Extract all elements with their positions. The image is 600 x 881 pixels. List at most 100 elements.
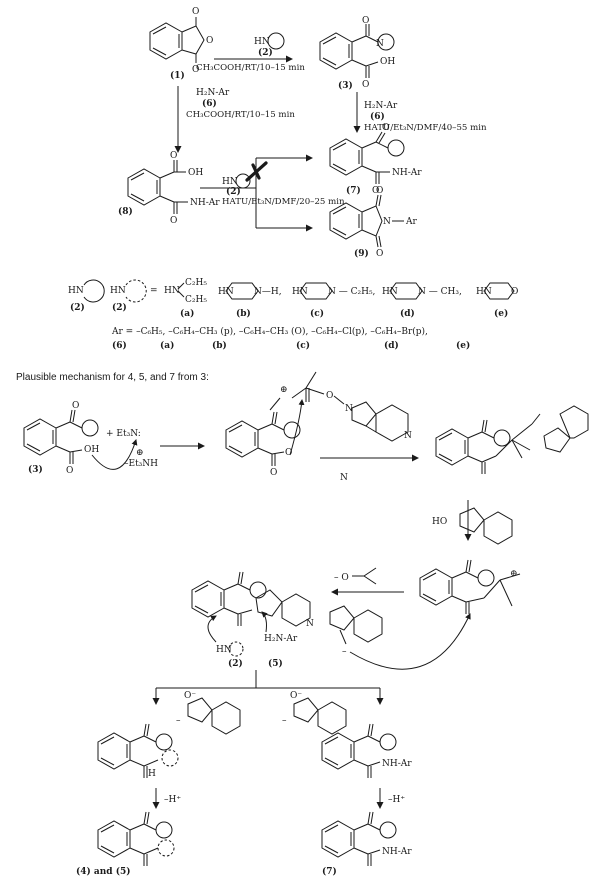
nh-ar-label: NH-Ar (190, 198, 220, 208)
svg-text:O⁻: O⁻ (184, 691, 196, 701)
deprotonation-curved-arrow (91, 439, 138, 470)
legend-key-b: (b) (236, 308, 251, 319)
ring-o-label: O (206, 36, 213, 46)
triethylamine-reagent: + Et₃N: (106, 429, 141, 439)
oat-anion: – (329, 605, 383, 657)
products-4-5-structure (97, 811, 175, 866)
right-tetrahedral-intermediate: NH-Ar (321, 723, 412, 778)
aryl-key-a: (a) (160, 340, 174, 351)
carbonyl-o-label: O (362, 80, 369, 90)
aryl-number: (6) (112, 340, 127, 351)
aryl-key-b: (b) (212, 340, 227, 351)
nh-ar-label: NH-Ar (392, 168, 422, 178)
amine-2-reagent: HN (254, 37, 270, 47)
svg-text:N — CH₃,: N — CH₃, (418, 287, 462, 297)
aryl-key-c: (c) (296, 340, 310, 351)
oh-label: OH (380, 57, 395, 67)
mech-compound-3: OH O O (23, 401, 99, 476)
attack-curved-arrow (289, 399, 305, 456)
nh-ar-plus-label: NH-Ar (382, 759, 412, 769)
legend-amine-label: HN (68, 286, 84, 296)
plus-charge: ⊕ (136, 448, 144, 458)
oat-o-label: – (342, 647, 347, 657)
legend-key-c: (c) (310, 308, 324, 319)
condition-right: HATU/Et₃N/DMF/40–55 min (364, 123, 487, 133)
compound-1-structure: O O O (149, 7, 213, 75)
hatu-reagent: ⊕ O N N (269, 371, 412, 442)
legend-key-a: (a) (180, 308, 194, 319)
oh-label: OH (188, 168, 203, 178)
carbonyl-o-label: O (170, 216, 177, 226)
svg-text:HN: HN (218, 287, 234, 297)
arylamine-mech-label: H₂N-Ar (264, 634, 298, 644)
nh-ar-label: NH-Ar (382, 847, 412, 857)
oat-leaving-left: O⁻ – (176, 691, 241, 735)
amine-attack-curved-arrow (207, 615, 217, 643)
plus-label: ⊕ (510, 569, 518, 579)
legend-equals: = (150, 286, 158, 296)
svg-text:N—H,: N—H, (254, 287, 282, 297)
svg-text:C₂H₅: C₂H₅ (185, 295, 207, 305)
svg-text:HN: HN (382, 287, 398, 297)
n-label: N (376, 39, 384, 49)
product-7-structure: NH-Ar (321, 811, 412, 866)
h-label: H (148, 769, 156, 779)
svg-text:C₂H₅: C₂H₅ (185, 278, 207, 288)
compound-8-structure: OH NH-Ar O O (127, 151, 220, 226)
products-4-5-label: (4) and (5) (76, 866, 131, 877)
svg-text:N: N (404, 431, 412, 441)
product-7-label: (7) (322, 866, 337, 877)
compound-7-label: (7) (346, 185, 361, 196)
svg-text:HN: HN (164, 286, 180, 296)
arylamine-reagent-left: H₂N-Ar (196, 88, 230, 98)
amine-2-reagent-mid: HN (222, 177, 238, 187)
amine-2-number: (2) (258, 47, 273, 58)
tetramethylurea-minus: – O (334, 573, 349, 583)
carboxylate-intermediate: O O (225, 411, 301, 478)
active-ester-complex: ⊕ (419, 559, 521, 614)
amine-2-number-mid: (2) (226, 186, 241, 197)
condition-top: CH₃COOH/RT/10–15 min (196, 63, 305, 73)
svg-text:O⁻: O⁻ (290, 691, 302, 701)
compound-9-label: (9) (354, 248, 369, 259)
legend-key-e: (e) (494, 308, 508, 319)
condition-mid: HATU/Et₃N/DMF/20–25 min (222, 197, 345, 207)
condition-left: CH₃COOH/RT/10–15 min (186, 110, 295, 120)
legend-amine-dash-number: (2) (112, 302, 127, 313)
carboxylate-o-label: O (285, 448, 292, 458)
svg-text:N: N (345, 404, 353, 414)
carbonyl-o-label: O (376, 186, 383, 196)
compound-7-structure: NH-Ar O O (329, 123, 422, 196)
arylamine-number-left: (6) (202, 98, 217, 109)
svg-text:N — C₂H₅,: N — C₂H₅, (328, 287, 375, 297)
n-label-below: N (340, 473, 348, 483)
compound-3-label: (3) (338, 80, 353, 91)
arylamine-mech-number: (5) (268, 658, 283, 669)
carbonyl-o-label: O (362, 16, 369, 26)
amine-attack-label: HN (216, 645, 232, 655)
minus-h-left: –H⁺ (164, 795, 181, 805)
arylamine-attack-curved-arrow (261, 611, 268, 633)
left-tetrahedral-intermediate: H (97, 723, 179, 779)
arylamine-number-right: (6) (370, 111, 385, 122)
arylamine-reagent-right: H₂N-Ar (364, 101, 398, 111)
carbonyl-o-label: O (376, 249, 383, 259)
hatu-plus: ⊕ (280, 385, 288, 395)
carbonyl-o-label: O (66, 466, 73, 476)
carbonyl-o-label: O (270, 468, 277, 478)
compound-1-label: (1) (170, 70, 185, 81)
aryl-key-e: (e) (456, 340, 470, 351)
legend-amine-dash-label: HN (110, 286, 126, 296)
carbonyl-o-label: O (382, 123, 389, 133)
tetrahedral-intermediate (435, 405, 589, 474)
minus-h-right: –H⁺ (388, 795, 405, 805)
carbonyl-o-label: O (372, 186, 379, 196)
activated-ester-intermediate: N (191, 571, 314, 629)
legend-amine-number: (2) (70, 302, 85, 313)
oat-leaving-right: O⁻ – (282, 691, 347, 735)
mech-compound-3-label: (3) (28, 464, 43, 475)
hoat-label: HO (432, 517, 447, 527)
recombination-curved-arrow (349, 613, 471, 670)
svg-text:O: O (326, 391, 333, 401)
